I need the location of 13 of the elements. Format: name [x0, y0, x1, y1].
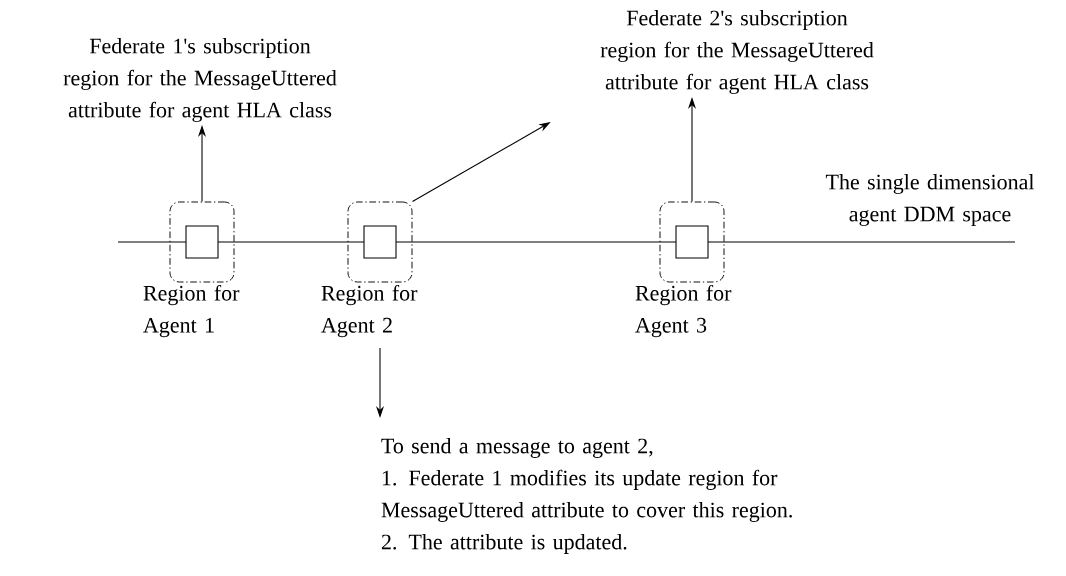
region-label: Region for Agent 1 — [143, 284, 240, 338]
region-label: Region for Agent 2 — [321, 284, 418, 338]
dashed-region — [659, 201, 725, 283]
dashed-region — [169, 201, 235, 283]
dashed-region — [347, 201, 413, 283]
region-label: Region for Agent 3 — [635, 284, 732, 338]
region-square — [185, 225, 219, 259]
region-square — [675, 225, 709, 259]
annotation-text: Federate 1's subscription region for the MessageUttered attribute for agent HLA class — [63, 38, 337, 122]
annotation-text: Federate 2's subscription region for the MessageUttered attribute for agent HLA class — [600, 10, 874, 94]
region-square — [363, 225, 397, 259]
axis-label: The single dimensional agent DDM space — [825, 174, 1035, 226]
note-text: To send a message to agent 2, 1. Federate 1 modifies its update region for MessageUttered attribute to cover this region. 2. The attribute is updated. — [381, 437, 792, 554]
